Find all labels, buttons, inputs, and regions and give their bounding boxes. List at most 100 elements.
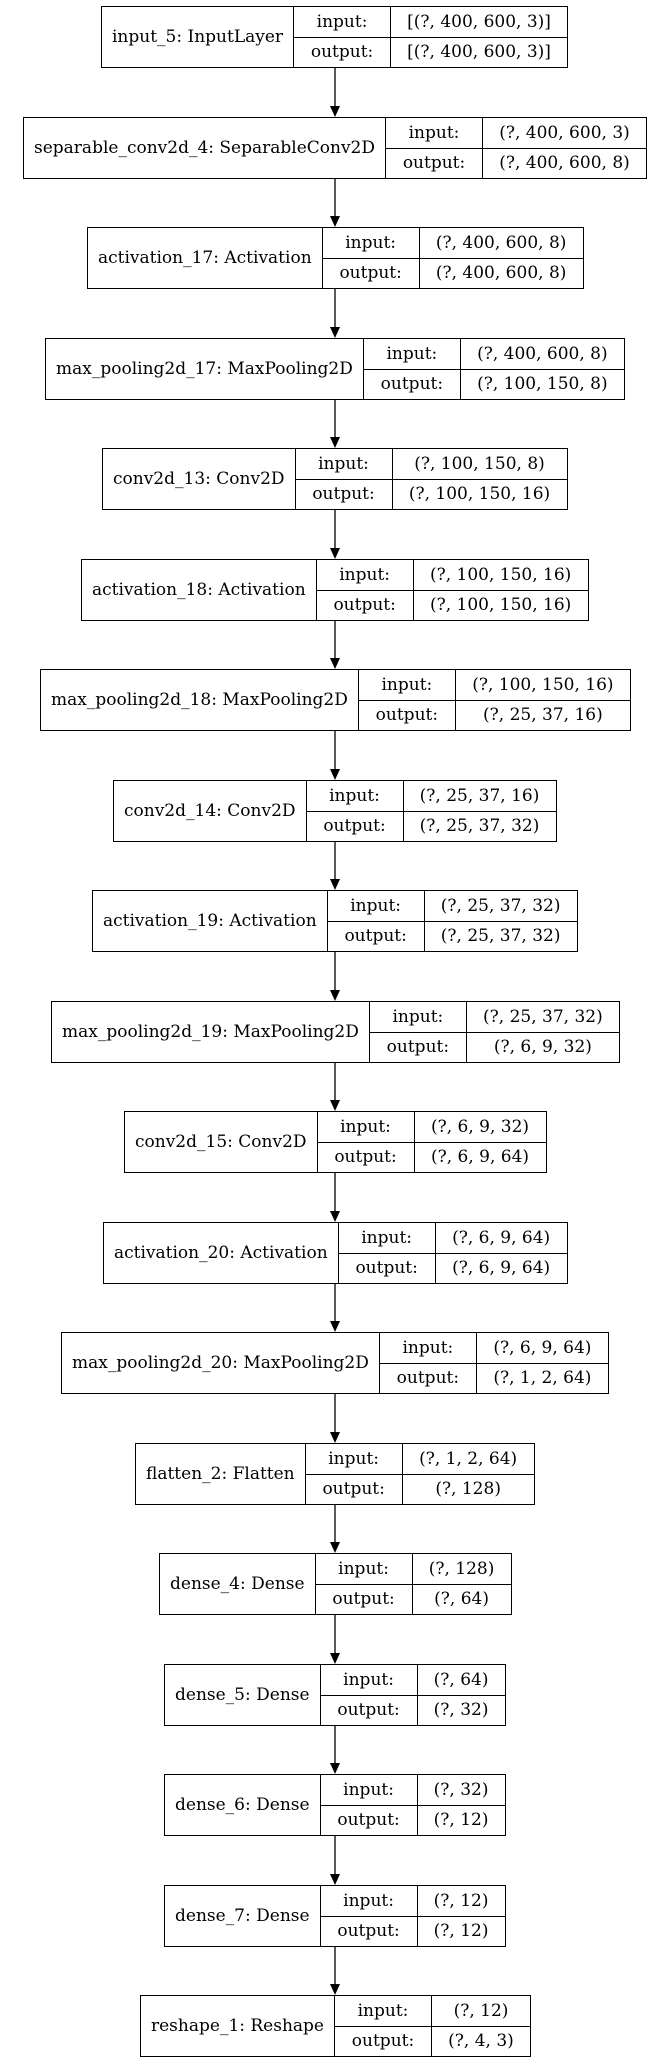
- layer-io-table: input:(?, 64)output:(?, 32): [320, 1665, 505, 1725]
- layer-output-row: output:(?, 128): [305, 1473, 534, 1504]
- layer-output-shape: (?, 100, 150, 8): [477, 374, 608, 395]
- layer-input-label: input:: [370, 1002, 467, 1032]
- layer-io-table: input:(?, 100, 150, 16)output:(?, 25, 37…: [358, 670, 630, 730]
- layer-output-shape: (?, 6, 9, 64): [430, 1147, 530, 1168]
- layer-name: reshape_1: Reshape: [141, 1996, 335, 2056]
- layer-io-table: input:(?, 400, 600, 8)output:(?, 400, 60…: [322, 228, 583, 288]
- layer-name: conv2d_13: Conv2D: [103, 449, 296, 509]
- layer-output-row: output:(?, 25, 37, 16): [358, 699, 630, 730]
- layer-input-shape: (?, 6, 9, 32): [430, 1116, 530, 1137]
- arrowhead-icon: [330, 548, 340, 559]
- layer-output-shape: [(?, 400, 600, 3)]: [407, 42, 551, 63]
- layer-io-table: input:(?, 25, 37, 16)output:(?, 25, 37, …: [306, 781, 556, 841]
- layer-input-row: input: (?, 32): [321, 1775, 505, 1805]
- layer-input-row: input:(?, 128): [316, 1554, 511, 1584]
- layer-name: activation_17: Activation: [88, 228, 323, 288]
- arrowhead-icon: [330, 1984, 340, 1995]
- arrowhead-icon: [330, 437, 340, 448]
- layer-input-shape: (?, 400, 600, 8): [435, 232, 567, 253]
- layer-input-row: input: (?, 400, 600, 8): [323, 228, 583, 258]
- layer-input-shape: (?, 32): [433, 1779, 489, 1800]
- layer-input-row: input:(?, 1, 2, 64): [306, 1444, 534, 1474]
- layer-input-label: input:: [339, 1223, 436, 1253]
- layer-output-label: output:: [317, 590, 414, 620]
- layer-name: conv2d_15: Conv2D: [125, 1112, 318, 1172]
- layer-input-row: input:(?, 25, 37, 32): [370, 1002, 619, 1032]
- layer-input-row: input:(?, 6, 9, 64): [380, 1333, 608, 1363]
- arrowhead-icon: [330, 1211, 340, 1222]
- layer-input-row: input:[(?, 400, 600, 3)]: [294, 7, 567, 37]
- layer-input-row: input: (?, 400, 600, 3): [386, 118, 646, 148]
- layer-input-label: input:: [386, 118, 484, 148]
- layer-output-shape: (?, 25, 37, 32): [440, 926, 561, 947]
- layer-input-label: input:: [307, 781, 404, 811]
- layer-output-shape: (?, 12): [433, 1921, 489, 1942]
- layer-output-shape: (?, 6, 9, 32): [493, 1037, 592, 1058]
- layer-name: activation_20: Activation: [104, 1223, 339, 1283]
- layer-name: max_pooling2d_19: MaxPooling2D: [52, 1002, 370, 1062]
- arrowhead-icon: [330, 1432, 340, 1443]
- layer-output-label: output:: [296, 479, 393, 509]
- layer-output-label: output:: [318, 1142, 415, 1172]
- layer-input-row: input:(?, 400, 600, 8): [364, 339, 624, 369]
- layer-input-label: input:: [296, 449, 393, 479]
- arrowhead-icon: [330, 1542, 340, 1553]
- layer-input-label: input:: [335, 1996, 432, 2026]
- layer-io-table: input:(?, 12)output:(?, 4, 3): [335, 1996, 530, 2056]
- arrowhead-icon: [330, 1653, 340, 1664]
- layer-input-label: input:: [321, 1775, 418, 1805]
- layer-output-label: output:: [364, 369, 461, 399]
- layer-input-row: input:(?, 12): [335, 1996, 530, 2026]
- layer-io-table: input:(?, 6, 9, 64)output:(?, 6, 9, 64): [338, 1223, 567, 1283]
- layer-io-table: input:(?, 12)output:(?, 12): [320, 1886, 505, 1946]
- layer-output-shape: (?, 32): [433, 1700, 489, 1721]
- layer-name: dense_7: Dense: [165, 1886, 321, 1946]
- arrowhead-icon: [330, 990, 340, 1001]
- layer-output-label: output:: [321, 1805, 418, 1835]
- layer-input-row: input:(?, 64): [321, 1665, 505, 1695]
- layer-input-row: input:(?, 100, 150, 16): [317, 560, 588, 590]
- layer-output-shape: (?, 400, 600, 8): [435, 263, 567, 284]
- layer-name: max_pooling2d_20: MaxPooling2D: [62, 1333, 380, 1393]
- layer-output-label: output:: [335, 2026, 432, 2056]
- layer-io-table: input:[(?, 400, 600, 3)]output:[(?, 400,…: [294, 7, 568, 67]
- layer-output-row: output:(?, 25, 37, 32): [306, 810, 556, 841]
- layer-output-row: output: (?, 6, 9, 64): [317, 1141, 546, 1172]
- layer-output-shape: (?, 6, 9, 64): [452, 1258, 551, 1279]
- layer-input-shape: (?, 6, 9, 64): [493, 1337, 592, 1358]
- layer-io-table: input: (?, 6, 9, 32) output: (?, 6, 9, 64): [317, 1112, 546, 1172]
- layer-io-table: input:(?, 25, 37, 32)output:(?, 25, 37, …: [327, 891, 577, 951]
- layer-output-label: output:: [370, 1032, 467, 1062]
- layer-input-shape: (?, 6, 9, 64): [452, 1227, 551, 1248]
- layer-input-label: input:: [321, 1886, 418, 1916]
- layer-input-shape: (?, 25, 37, 32): [440, 895, 561, 916]
- layer-input-shape: (?, 64): [433, 1669, 489, 1690]
- layer-input-shape: (?, 400, 600, 3): [499, 122, 630, 143]
- layer-output-row: output:(?, 100, 150, 16): [295, 478, 567, 509]
- layer-output-row: output:(?, 400, 600, 8): [386, 147, 647, 178]
- layer-output-row: output: (?, 6, 9, 32): [369, 1031, 619, 1062]
- arrowhead-icon: [330, 1763, 340, 1774]
- layer-name: flatten_2: Flatten: [136, 1444, 306, 1504]
- layer-output-row: output:(?, 4, 3): [335, 2025, 530, 2056]
- layer-output-label: output:: [328, 921, 425, 951]
- layer-input-shape: (?, 128): [428, 1558, 495, 1579]
- layer-output-row: output:(?, 1, 2, 64): [379, 1362, 608, 1393]
- layer-input-label: input:: [323, 228, 420, 258]
- layer-output-row: output:(?, 6, 9, 64): [338, 1252, 567, 1283]
- layer-io-table: input:(?, 6, 9, 64)output:(?, 1, 2, 64): [379, 1333, 608, 1393]
- layer-output-row: output:(?, 100, 150, 16): [316, 589, 588, 620]
- layer-name: activation_19: Activation: [93, 891, 328, 951]
- layer-input-label: input:: [318, 1112, 415, 1142]
